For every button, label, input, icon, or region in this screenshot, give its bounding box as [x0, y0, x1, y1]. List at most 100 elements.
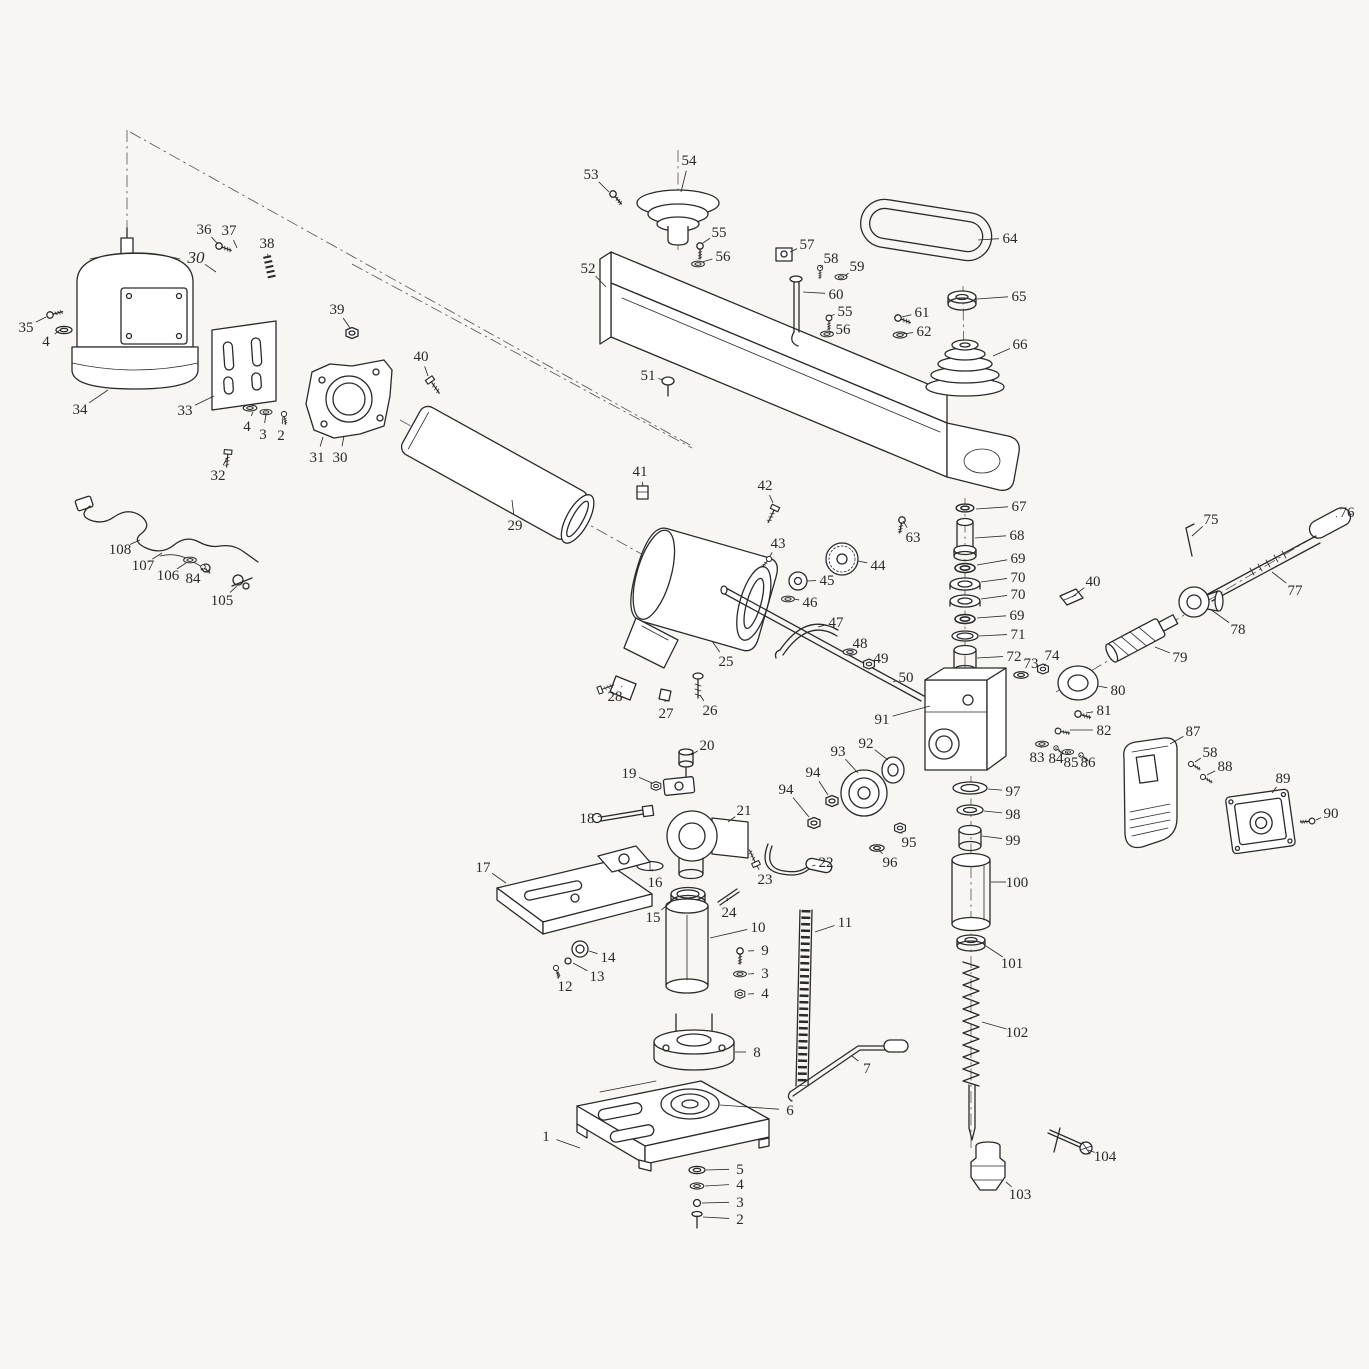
callout-leader [641, 481, 644, 487]
callout-68: 68 [1010, 528, 1025, 544]
base-1 [576, 1080, 770, 1172]
callout-leader [491, 872, 507, 884]
screw-9 [736, 947, 744, 965]
arm-clamp-bracket [305, 359, 393, 439]
callout-67: 67 [1012, 499, 1028, 515]
table-clamp-21 [666, 810, 749, 880]
washer-46 [781, 595, 795, 603]
callout-75: 75 [1204, 512, 1219, 528]
nut-39 [345, 326, 359, 340]
callout-leader [1206, 770, 1216, 776]
washer-4d [689, 1182, 705, 1190]
callout-leader [719, 1104, 780, 1110]
callout-leader [829, 314, 835, 317]
callout-leader [54, 329, 61, 335]
callout-4: 4 [42, 334, 50, 350]
callout-leader [709, 929, 748, 939]
callout-leader [902, 520, 908, 528]
callout-leader [902, 332, 914, 335]
bearing-70b [949, 594, 981, 608]
callout-72: 72 [1007, 649, 1022, 665]
pin-82 [1054, 727, 1071, 737]
callout-leader [152, 552, 163, 560]
callout-leader [789, 248, 798, 253]
screw-55a [696, 242, 704, 260]
callout-21: 21 [737, 803, 752, 819]
callout-leader [1085, 711, 1094, 714]
bolt-20 [678, 748, 694, 777]
callout-37: 37 [222, 223, 238, 239]
callout-leader [828, 331, 833, 334]
callout-leader [342, 317, 351, 329]
callout-leader [892, 680, 896, 683]
callout-82: 82 [1097, 723, 1112, 739]
callout-leader [1087, 1149, 1095, 1153]
callout-leader [129, 539, 141, 545]
rack-11 [795, 909, 813, 1087]
washer-96 [869, 844, 885, 852]
callout-88: 88 [1218, 759, 1233, 775]
screw-53 [607, 188, 625, 207]
callout-106: 106 [157, 568, 180, 584]
callout-leader [983, 810, 1003, 814]
arm [599, 251, 1020, 491]
callout-108: 108 [109, 542, 132, 558]
callout-leader [588, 950, 598, 955]
bolt-26 [692, 672, 704, 699]
callout-leader [598, 181, 610, 193]
callout-64: 64 [1003, 231, 1019, 247]
callout-31: 31 [310, 450, 325, 466]
callout-69: 69 [1011, 551, 1026, 567]
base-flange-8 [653, 1013, 735, 1071]
callout-3: 3 [259, 427, 267, 443]
callout-leader [341, 435, 345, 447]
callout-leader [264, 413, 267, 424]
callout-95: 95 [902, 835, 917, 851]
nut-19 [650, 781, 662, 791]
callout-57: 57 [800, 237, 816, 253]
cord-clamp-105 [231, 574, 253, 590]
callout-27: 27 [659, 706, 675, 722]
callout-84: 84 [186, 571, 202, 587]
callout-66: 66 [1013, 337, 1029, 353]
washer-69b [954, 613, 976, 625]
callout-63: 63 [906, 530, 921, 546]
washer-97 [952, 781, 988, 795]
callout-leader [874, 749, 889, 761]
callout-42: 42 [758, 478, 773, 494]
callout-4: 4 [736, 1177, 744, 1193]
callout-100: 100 [1006, 875, 1029, 891]
callout-leader [702, 237, 711, 244]
screw-58b [1186, 759, 1202, 772]
callout-leader [976, 615, 1007, 619]
callout-leader [1043, 663, 1046, 667]
callout-16: 16 [648, 875, 664, 891]
callout-85: 85 [1064, 755, 1079, 771]
callout-80: 80 [1111, 683, 1126, 699]
callout-leader [194, 395, 215, 406]
callout-51: 51 [641, 368, 656, 384]
callout-23: 23 [758, 872, 773, 888]
cone-pulley-66 [925, 339, 1005, 397]
belt-guard-87 [1123, 737, 1178, 849]
callout-leader [711, 640, 721, 653]
callout-58: 58 [1203, 745, 1218, 761]
callout-73: 73 [1024, 656, 1039, 672]
head-casting [623, 527, 778, 669]
callout-55: 55 [838, 304, 853, 320]
callout-leader [976, 559, 1008, 566]
callout-94: 94 [806, 765, 822, 781]
callout-leader [35, 316, 47, 323]
screw-2b [691, 1210, 703, 1229]
ring-98 [956, 804, 984, 816]
gear-45 [788, 571, 808, 591]
callout-7: 7 [863, 1061, 871, 1077]
callout-83: 83 [1030, 750, 1045, 766]
callout-leader [638, 776, 653, 784]
callout-leader [176, 562, 187, 570]
callout-leader [1169, 736, 1184, 745]
ring-14 [571, 940, 589, 958]
callout-leader [229, 585, 238, 593]
callout-leader [250, 411, 254, 417]
callout-leader [595, 275, 607, 288]
